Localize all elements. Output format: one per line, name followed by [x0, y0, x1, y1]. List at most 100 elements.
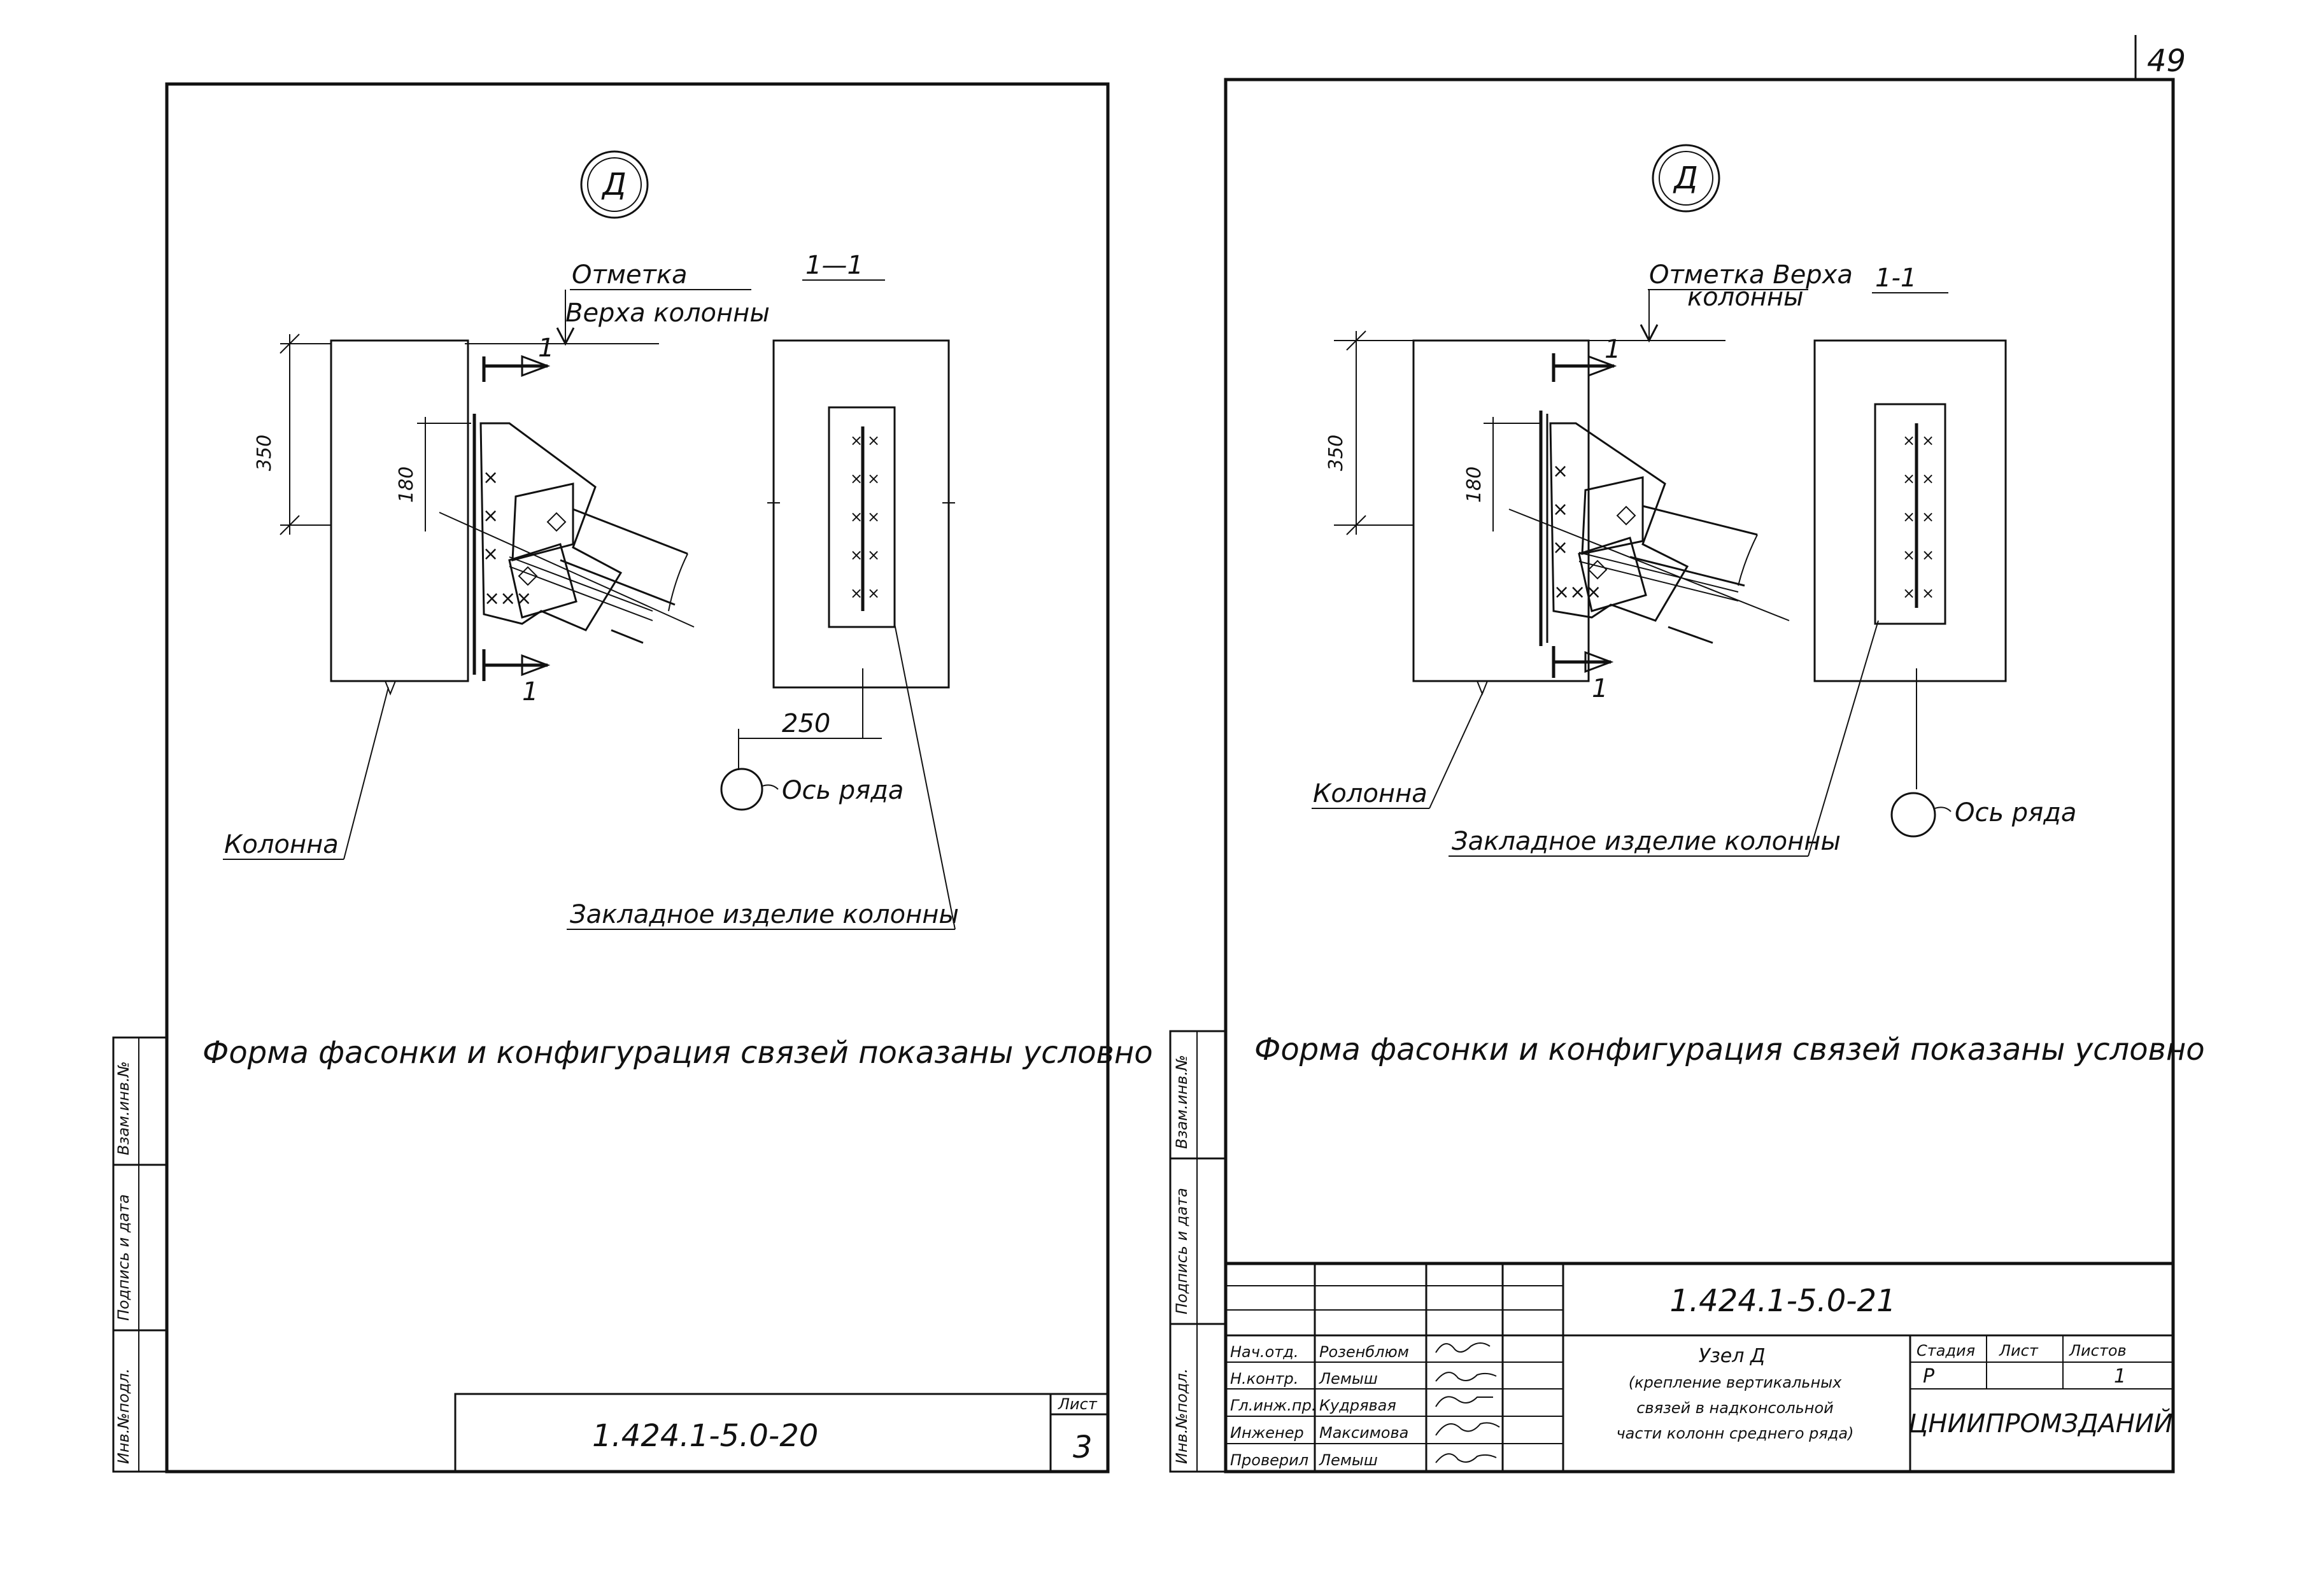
left-column-label: Колонна — [224, 830, 339, 859]
left-sheet-frame — [165, 82, 1110, 1474]
left-axis-label: Ось ряда — [782, 776, 903, 805]
right-stamp-inv: Инв.№подл. — [1173, 1368, 1191, 1464]
right-sheets-total: 1 — [2114, 1365, 2126, 1388]
svg-text:×: × — [483, 543, 499, 565]
right-column-label: Колонна — [1313, 779, 1428, 808]
right-dim-350: 350 — [1325, 435, 1347, 471]
left-brace-plate-2 — [508, 543, 577, 619]
right-section-plate — [1874, 403, 1946, 625]
left-top-mark-label-2: Верха колонны — [565, 299, 770, 328]
right-node-circle — [1652, 144, 1720, 213]
right-brace-plate-2 — [1578, 537, 1647, 612]
tb-name-2: Лемыш — [1319, 1370, 1378, 1388]
right-stage: Р — [1923, 1365, 1935, 1388]
signature-5 — [1435, 1453, 1497, 1463]
right-top-mark-label-2: колонны — [1687, 283, 1804, 312]
left-title-block — [454, 1393, 1109, 1473]
left-dim-180: 180 — [395, 467, 418, 503]
svg-text:×: × — [1902, 584, 1915, 602]
svg-text:×: × — [1922, 546, 1934, 564]
tb-name-5: Лемыш — [1319, 1451, 1378, 1469]
left-brace-plate-1 — [511, 482, 574, 561]
right-organization: ЦНИИПРОМЗДАНИЙ — [1908, 1408, 2172, 1439]
left-side-stamp — [112, 1036, 168, 1473]
left-section-label: 1—1 — [805, 251, 863, 280]
left-stamp-inv: Инв.№подл. — [115, 1368, 132, 1464]
right-header-sheet: Лист — [1999, 1342, 2039, 1360]
tb-role-5: Проверил — [1230, 1451, 1308, 1469]
right-gusset — [1549, 422, 1689, 622]
svg-text:×: × — [867, 546, 880, 564]
right-cut-top: 1 — [1605, 335, 1620, 364]
page-number: 49 — [2147, 43, 2186, 79]
right-title-block: 1.424.1-5.0-21 Узел Д (крепление вертика… — [1224, 1262, 2175, 1474]
left-sheet: Инв.№подл. Подпись и дата Взам.инв.№ Д О… — [112, 82, 1153, 1474]
tb-role-3: Гл.инж.пр. — [1230, 1397, 1316, 1414]
svg-text:×××: ××× — [484, 587, 532, 610]
tb-role-4: Инженер — [1230, 1424, 1304, 1442]
svg-text:×: × — [1922, 432, 1934, 449]
right-title-4: части колонн среднего ряда) — [1616, 1425, 1853, 1442]
left-axis-circle — [720, 768, 763, 811]
right-side-stamp — [1169, 1030, 1227, 1473]
right-dim-180: 180 — [1463, 467, 1485, 503]
svg-text:×: × — [1922, 584, 1934, 602]
right-brace-plate-1 — [1581, 476, 1644, 555]
left-dim-250: 250 — [782, 709, 830, 738]
svg-text:×: × — [1922, 508, 1934, 526]
left-column — [330, 339, 469, 682]
tb-role-1: Нач.отд. — [1230, 1343, 1298, 1361]
left-section-column — [772, 339, 950, 689]
left-cut-top: 1 — [538, 334, 554, 363]
left-cut-bottom: 1 — [522, 677, 538, 707]
svg-text:×: × — [1902, 508, 1915, 526]
right-axis-circle — [1890, 792, 1936, 838]
svg-text:×: × — [1552, 537, 1568, 559]
signature-1 — [1435, 1342, 1491, 1353]
signature-3 — [1435, 1396, 1493, 1407]
svg-text:×: × — [1552, 498, 1568, 521]
svg-text:×: × — [483, 505, 499, 527]
right-stamp-sign: Подпись и дата — [1173, 1188, 1191, 1314]
signature-4 — [1435, 1422, 1500, 1436]
left-embedded-label: Закладное изделие колонны — [570, 900, 959, 929]
right-sheet: Инв.№подл. Подпись и дата Взам.инв.№ Д О… — [1169, 78, 2205, 1474]
right-section-label: 1-1 — [1875, 264, 1917, 293]
svg-text:×: × — [867, 432, 880, 449]
tb-name-1: Розенблюм — [1319, 1343, 1409, 1361]
left-note: Форма фасонки и конфигурация связей пока… — [202, 1035, 1153, 1071]
svg-text:×: × — [483, 467, 497, 489]
svg-text:×: × — [1902, 546, 1915, 564]
svg-text:×: × — [1552, 460, 1568, 482]
svg-text:×: × — [867, 470, 880, 488]
svg-text:×: × — [1902, 470, 1915, 488]
svg-text:×: × — [850, 584, 863, 602]
tb-name-4: Максимова — [1319, 1424, 1408, 1442]
tb-name-3: Кудрявая — [1319, 1397, 1396, 1414]
left-node-circle — [580, 150, 649, 219]
right-stamp-replace: Взам.инв.№ — [1173, 1055, 1191, 1149]
right-embedded-label: Закладное изделие колонны — [1452, 827, 1841, 856]
svg-text:×: × — [850, 470, 863, 488]
left-stamp-replace: Взам.инв.№ — [115, 1061, 132, 1155]
svg-text:×: × — [1902, 432, 1915, 449]
svg-text:×: × — [850, 546, 863, 564]
left-dim-350: 350 — [253, 435, 276, 471]
svg-text:×××: ××× — [1554, 581, 1601, 603]
left-sheet-header: Лист — [1058, 1395, 1098, 1413]
right-section-column — [1813, 339, 2007, 682]
right-axis-label: Ось ряда — [1955, 798, 2076, 827]
right-title-2: (крепление вертикальных — [1629, 1374, 1842, 1391]
right-title-1: Узел Д — [1699, 1345, 1766, 1367]
right-title-3: связей в надконсольной — [1636, 1399, 1834, 1417]
right-header-sheets: Листов — [2069, 1342, 2127, 1360]
left-sheet-number: 3 — [1073, 1430, 1093, 1465]
left-stamp-sign: Подпись и дата — [115, 1194, 132, 1321]
svg-text:×: × — [1922, 470, 1934, 488]
right-top-mark-label-1: Отметка Верха — [1649, 260, 1853, 290]
left-node-label: Д — [601, 167, 627, 202]
right-header-stage: Стадия — [1917, 1342, 1975, 1360]
right-cut-bottom: 1 — [1592, 674, 1608, 703]
left-doc-code: 1.424.1-5.0-20 — [592, 1418, 818, 1454]
